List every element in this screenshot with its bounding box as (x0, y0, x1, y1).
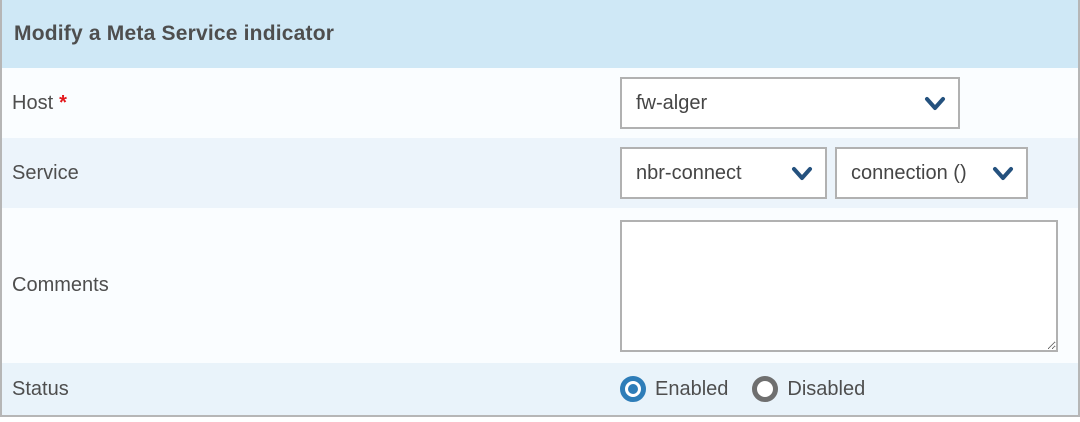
form-header: Modify a Meta Service indicator (2, 0, 1078, 68)
chevron-down-icon (992, 166, 1014, 181)
status-option-disabled[interactable]: Disabled (752, 376, 865, 402)
service-select-value: nbr-connect (636, 161, 742, 184)
host-label: Host* (2, 92, 620, 115)
service-label-text: Service (12, 161, 79, 184)
service-label: Service (2, 162, 620, 185)
page-title: Modify a Meta Service indicator (14, 22, 335, 45)
radio-disabled-label: Disabled (787, 377, 866, 400)
comments-row: Comments (2, 208, 1078, 363)
service-row: Service nbr-connect connection () (2, 138, 1078, 208)
host-row: Host* fw-alger (2, 68, 1078, 138)
radio-enabled-label: Enabled (655, 377, 729, 400)
metric-select[interactable]: connection () (835, 147, 1028, 199)
service-select[interactable]: nbr-connect (620, 147, 827, 199)
comments-label: Comments (2, 274, 620, 297)
radio-disabled-icon[interactable] (752, 376, 779, 402)
host-label-text: Host (12, 91, 54, 114)
status-option-enabled[interactable]: Enabled (620, 376, 728, 402)
chevron-down-icon (791, 166, 813, 181)
metric-select-value: connection () (851, 161, 967, 184)
host-select[interactable]: fw-alger (620, 77, 960, 129)
required-asterisk: * (59, 91, 67, 114)
comments-label-text: Comments (12, 274, 109, 296)
radio-enabled-icon[interactable] (620, 376, 646, 402)
chevron-down-icon (924, 96, 946, 111)
status-row: Status Enabled Disabled (2, 363, 1078, 415)
status-label: Status (2, 378, 620, 401)
host-select-value: fw-alger (636, 91, 708, 114)
status-label-text: Status (12, 377, 69, 400)
comments-textarea[interactable] (620, 219, 1058, 352)
status-radio-group: Enabled Disabled (620, 376, 865, 402)
